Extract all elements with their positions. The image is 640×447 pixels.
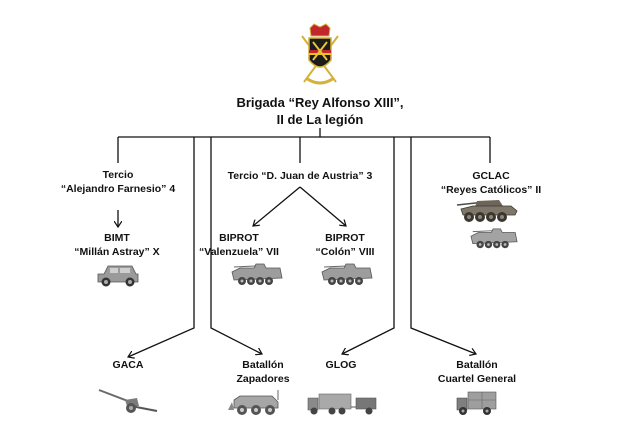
unit-tercio-farnesio: Tercio “Alejandro Farnesio” 4 — [61, 168, 175, 196]
unit-bimt: BIMT “Millán Astray” X — [74, 231, 159, 259]
arrow-colon — [299, 186, 346, 226]
unit-label-line1: Tercio — [102, 169, 134, 181]
unit-label-line1: BIMT — [104, 232, 130, 244]
engineer-vehicle-icon — [228, 390, 279, 415]
unit-label-line1: BIPROT — [219, 232, 259, 244]
towed-howitzer-icon — [98, 389, 158, 413]
unit-label-line2: “Millán Astray” X — [74, 246, 160, 258]
unit-gclac: GCLAC “Reyes Católicos” II — [441, 169, 541, 197]
unit-label-line2: Zapadores — [236, 373, 290, 385]
unit-label-line1: GACA — [112, 359, 144, 371]
branch-cuartel — [410, 137, 476, 354]
wheeled-tank-destroyer-icon — [456, 200, 518, 222]
brigade-title-line2: II de La legión — [276, 112, 364, 127]
unit-label-line1: BIPROT — [325, 232, 365, 244]
light-truck-icon — [456, 391, 497, 415]
unit-label-line2: Cuartel General — [437, 373, 517, 385]
unit-label-line2: “Valenzuela” VII — [199, 246, 279, 258]
unit-glog: GLOG — [326, 358, 357, 372]
unit-cuartel-general: Batallón Cuartel General — [438, 358, 516, 386]
brigade-title-line1: Brigada “Rey Alfonso XIII”, — [236, 95, 404, 110]
utility-vehicle-icon — [97, 265, 139, 287]
unit-zapadores: Batallón Zapadores — [236, 358, 289, 386]
wheeled-apc-icon — [470, 228, 518, 249]
brigade-emblem-icon — [301, 23, 339, 85]
unit-label-line1: GLOG — [325, 359, 357, 371]
unit-biprot-colon: BIPROT “Colón” VIII — [316, 231, 375, 259]
unit-label-line1: Batallón — [242, 359, 284, 371]
brigade-title: Brigada “Rey Alfonso XIII”, II de La leg… — [236, 94, 403, 128]
branch-gaca — [128, 137, 195, 357]
arrow-valenzuela — [253, 186, 301, 226]
unit-tercio-austria: Tercio “D. Juan de Austria” 3 — [228, 169, 373, 183]
branch-zapadores — [210, 137, 262, 354]
unit-label-line1: Batallón — [456, 359, 498, 371]
unit-biprot-valenzuela: BIPROT “Valenzuela” VII — [199, 231, 279, 259]
wheeled-apc-icon — [321, 263, 373, 285]
unit-label-line1: GCLAC — [472, 170, 510, 182]
unit-label-line2: “Colón” VIII — [315, 246, 375, 258]
wheeled-apc-icon — [231, 263, 283, 285]
branch-glog — [342, 137, 395, 354]
unit-label-line2: “Alejandro Farnesio” 4 — [60, 183, 176, 195]
unit-label-line2: “Reyes Católicos” II — [440, 184, 542, 196]
unit-label-line1: Tercio “D. Juan de Austria” 3 — [227, 170, 373, 182]
truck-with-trailer-icon — [307, 393, 377, 415]
unit-gaca: GACA — [113, 358, 144, 372]
